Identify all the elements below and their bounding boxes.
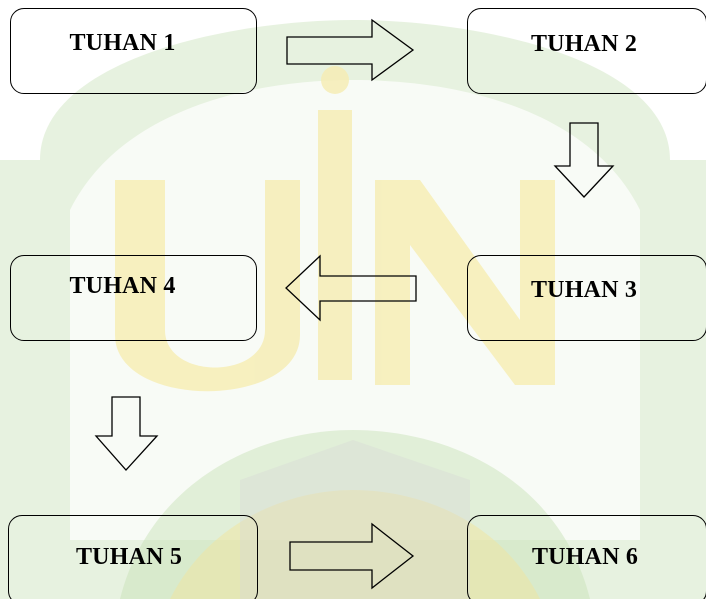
flow-box-tuhan-2: TUHAN 2: [467, 8, 706, 94]
flow-box-label: TUHAN 3: [530, 276, 638, 303]
flow-box-label: TUHAN 4: [69, 272, 176, 299]
arrow-down-4-to-5: [94, 396, 159, 471]
watermark-green-ring: [0, 20, 706, 599]
flow-box-tuhan-5: TUHAN 5: [8, 515, 258, 599]
watermark-yellow-letters: [115, 66, 555, 392]
flow-box-tuhan-4: TUHAN 4: [10, 255, 257, 341]
flow-box-label: TUHAN 1: [69, 29, 176, 56]
flow-box-tuhan-6: TUHAN 6: [467, 515, 706, 599]
flow-box-label: TUHAN 6: [531, 543, 639, 570]
flow-box-label: TUHAN 2: [530, 30, 638, 57]
arrow-right-1-to-2: [286, 18, 415, 82]
watermark-bottom-arcs: [120, 430, 590, 599]
arrow-left-3-to-4: [285, 254, 417, 322]
flow-box-label: TUHAN 5: [75, 543, 183, 570]
arrow-down-2-to-3: [553, 122, 615, 198]
flow-box-tuhan-1: TUHAN 1: [10, 8, 257, 94]
flow-box-tuhan-3: TUHAN 3: [467, 255, 706, 341]
arrow-right-5-to-6: [289, 522, 415, 590]
